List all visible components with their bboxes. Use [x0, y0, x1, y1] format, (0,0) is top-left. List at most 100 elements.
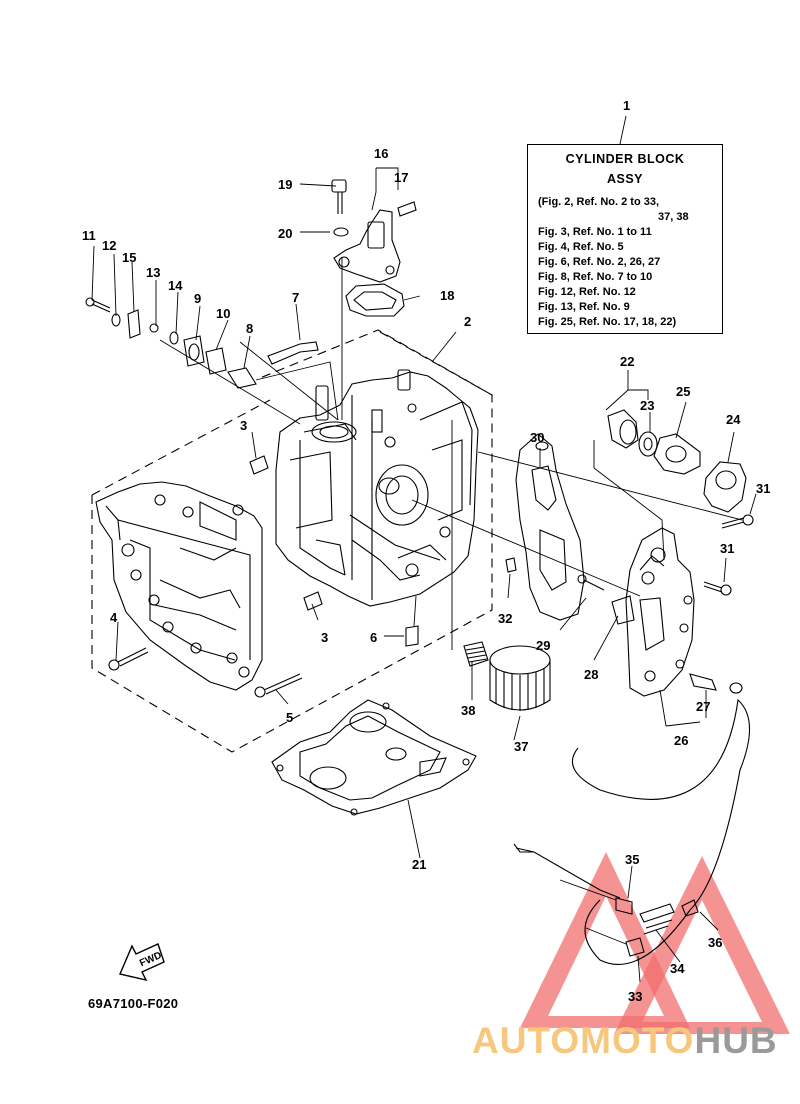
hose-36 [571, 698, 751, 965]
bolt-4 [117, 647, 149, 667]
callout-31a: 31 [756, 481, 770, 496]
oil-filter-fitting [463, 641, 489, 667]
collar-10 [205, 347, 227, 375]
callout-11: 11 [82, 228, 96, 243]
watermark-text: AUTOMOTOHUB [472, 1020, 778, 1062]
fitting-35 [615, 897, 633, 915]
bolt-17 [397, 201, 417, 217]
assy-ref-line: (Fig. 2, Ref. No. 2 to 33, [538, 196, 660, 208]
assy-ref-line: Fig. 12, Ref. No. 12 [538, 286, 636, 298]
assy-title-line2: ASSY [606, 172, 644, 186]
callout-19: 19 [278, 177, 292, 192]
bolt-19 [337, 192, 343, 214]
callout-2: 2 [464, 314, 471, 329]
washer-20 [333, 227, 349, 237]
thermostat-gasket [345, 283, 405, 317]
callout-17: 17 [394, 170, 408, 185]
callout-34: 34 [670, 961, 685, 976]
callout-29: 29 [536, 638, 550, 653]
fwd-arrow: FWD [119, 943, 165, 982]
callout-28: 28 [584, 667, 598, 682]
assy-ref-line: Fig. 6, Ref. No. 2, 26, 27 [538, 256, 661, 268]
callout-6: 6 [370, 630, 377, 645]
bolt-31-lower [703, 581, 723, 593]
callout-15: 15 [122, 250, 136, 265]
watermark-text-part1: AUTOMOTO [472, 1020, 695, 1061]
crankcase-gasket [271, 699, 477, 816]
callout-7: 7 [292, 290, 299, 305]
hose-35 [515, 847, 621, 899]
callout-14: 14 [168, 278, 183, 293]
callout-8: 8 [246, 321, 253, 336]
callout-22: 22 [620, 354, 634, 369]
watermark-triangle [520, 852, 790, 1034]
callout-31b: 31 [720, 541, 734, 556]
callout-21: 21 [412, 857, 426, 872]
watermark-text-part2: HUB [694, 1020, 778, 1061]
callout-3a: 3 [240, 418, 247, 433]
drawing-code: 69A7100-F020 [88, 996, 179, 1011]
crankcase [95, 481, 263, 691]
bolt-5 [263, 673, 303, 695]
washer-14 [169, 331, 179, 345]
assy-ref-list: (Fig. 2, Ref. No. 2 to 33, 37, 38 Fig. 3… [528, 189, 722, 330]
dowel-3b [303, 591, 323, 611]
callout-36: 36 [708, 935, 722, 950]
thermostat-cover [333, 209, 401, 283]
bolt-29 [583, 579, 605, 591]
callout-38: 38 [461, 703, 475, 718]
callout-32: 32 [498, 611, 512, 626]
callout-35: 35 [625, 852, 639, 867]
hose-7 [267, 341, 319, 365]
dowel-6 [405, 625, 419, 647]
anode-assembly [607, 409, 747, 513]
callout-23: 23 [640, 398, 654, 413]
crankcase-dashed-outline [91, 329, 493, 753]
assy-ref-line: Fig. 13, Ref. No. 9 [538, 301, 630, 313]
callout-3b: 3 [321, 630, 328, 645]
bolt-11 [91, 299, 111, 313]
callout-27: 27 [696, 699, 710, 714]
callout-18: 18 [440, 288, 454, 303]
callout-5: 5 [286, 710, 293, 725]
callout-33: 33 [628, 989, 642, 1004]
callout-12: 12 [102, 238, 116, 253]
callout-10: 10 [216, 306, 230, 321]
callout-37: 37 [514, 739, 528, 754]
callout-9: 9 [194, 291, 201, 306]
callout-1: 1 [623, 98, 630, 113]
assy-info-box: CYLINDER BLOCK ASSY (Fig. 2, Ref. No. 2 … [527, 144, 723, 334]
grommet-9 [183, 335, 205, 367]
assy-ref-line: Fig. 4, Ref. No. 5 [538, 241, 624, 253]
callout-labels: 1 2 3 3 4 5 6 7 8 9 10 11 12 13 14 15 16… [82, 98, 770, 1004]
oil-filter [489, 645, 551, 711]
fitting-34 [639, 903, 675, 923]
dowel-3a [249, 455, 269, 475]
hose-33 [625, 937, 645, 957]
head-dashed-outline [379, 331, 493, 396]
clip-36 [681, 899, 699, 917]
assy-title-line1: CYLINDER BLOCK [565, 152, 685, 166]
fitting-27 [689, 673, 717, 691]
callout-16: 16 [374, 146, 388, 161]
exhaust-cover-gasket [515, 433, 585, 621]
assy-ref-line: Fig. 3, Ref. No. 1 to 11 [538, 226, 652, 238]
pin-8 [227, 367, 257, 389]
callout-26: 26 [674, 733, 688, 748]
callout-30: 30 [530, 430, 544, 445]
exhaust-cover [625, 527, 695, 697]
bracket-15 [127, 309, 141, 339]
callout-4: 4 [110, 610, 118, 625]
callout-13: 13 [146, 265, 160, 280]
plug-32 [505, 557, 517, 573]
callout-20: 20 [278, 226, 292, 241]
assy-ref-line: Fig. 8, Ref. No. 7 to 10 [538, 271, 653, 283]
bolt-31-upper [721, 517, 745, 529]
assy-ref-line: 37, 38 [658, 211, 689, 223]
callout-25: 25 [676, 384, 690, 399]
callout-24: 24 [726, 412, 741, 427]
plate-28 [611, 595, 635, 625]
leader-lines [91, 115, 757, 983]
assy-ref-line: Fig. 25, Ref. No. 17, 18, 22) [538, 316, 677, 328]
